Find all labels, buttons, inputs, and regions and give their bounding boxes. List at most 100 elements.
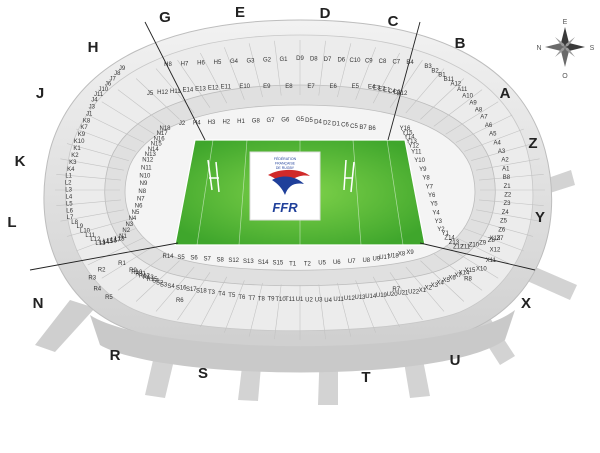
section-t8[interactable]: T8	[258, 296, 266, 302]
section-g4[interactable]: G4	[230, 59, 239, 65]
section-d4[interactable]: D4	[314, 119, 322, 125]
section-s7[interactable]: S7	[204, 257, 212, 263]
section-y2[interactable]: Y2	[437, 227, 445, 233]
section-x1[interactable]: X1	[419, 288, 427, 294]
section-e12[interactable]: E12	[208, 86, 219, 92]
section-u17[interactable]: U17	[379, 255, 391, 261]
section-a4[interactable]: A4	[494, 140, 502, 146]
section-s2[interactable]: S2	[156, 281, 164, 287]
section-e10[interactable]: E10	[239, 84, 250, 90]
gate-label-a[interactable]: A	[500, 85, 511, 102]
section-n8[interactable]: N8	[138, 189, 146, 195]
section-y6[interactable]: Y6	[428, 193, 436, 199]
section-x2[interactable]: X2	[425, 286, 433, 292]
section-l1[interactable]: L1	[65, 174, 72, 180]
section-e9[interactable]: E9	[263, 84, 271, 90]
section-z4[interactable]: Z4	[502, 210, 510, 216]
section-a5[interactable]: A5	[489, 132, 497, 138]
section-u1[interactable]: U1	[296, 297, 304, 303]
section-y4[interactable]: Y4	[432, 210, 440, 216]
gate-label-k[interactable]: K	[15, 153, 26, 170]
section-j11[interactable]: J11	[94, 92, 104, 98]
section-t11[interactable]: T11	[285, 297, 296, 303]
section-k7[interactable]: K7	[80, 125, 88, 131]
section-t1[interactable]: T1	[289, 262, 297, 268]
section-l3[interactable]: L3	[65, 188, 72, 194]
section-d2[interactable]: D2	[323, 120, 331, 126]
section-s13[interactable]: S13	[243, 259, 254, 265]
section-t2[interactable]: T2	[304, 262, 312, 268]
section-b1[interactable]: B1	[438, 73, 446, 79]
section-c5[interactable]: C5	[350, 124, 358, 130]
section-j5[interactable]: J5	[147, 91, 154, 97]
section-z14[interactable]: Z14	[444, 236, 455, 242]
section-d1[interactable]: D1	[332, 122, 340, 128]
section-n5[interactable]: N5	[132, 210, 140, 216]
section-a10[interactable]: A10	[462, 94, 473, 100]
section-z1[interactable]: Z1	[504, 184, 512, 190]
section-r10[interactable]: R10	[131, 270, 143, 276]
section-z8[interactable]: Z8	[488, 238, 496, 244]
section-a9[interactable]: A9	[469, 101, 477, 107]
section-d8[interactable]: D8	[310, 57, 318, 63]
section-b3[interactable]: B3	[424, 64, 432, 70]
section-t7[interactable]: T7	[248, 296, 256, 302]
section-r6[interactable]: R6	[176, 298, 184, 304]
section-l2[interactable]: L2	[65, 181, 72, 187]
section-t6[interactable]: T6	[238, 295, 246, 301]
section-j8[interactable]: J8	[114, 71, 121, 77]
section-x4[interactable]: X4	[437, 281, 445, 287]
section-y10[interactable]: Y10	[414, 158, 425, 164]
section-l9[interactable]: L9	[76, 224, 83, 230]
section-x8[interactable]: X8	[398, 252, 406, 258]
section-k3[interactable]: K3	[69, 160, 77, 166]
section-u2[interactable]: U2	[305, 298, 313, 304]
section-r14[interactable]: R14	[162, 254, 174, 260]
section-x14[interactable]: X14	[459, 271, 470, 277]
section-u5[interactable]: U5	[318, 261, 326, 267]
section-y1[interactable]: Y1	[442, 231, 450, 237]
section-y3[interactable]: Y3	[435, 219, 443, 225]
section-y16[interactable]: Y16	[400, 126, 411, 132]
section-l8[interactable]: L8	[71, 220, 78, 226]
section-k8[interactable]: K8	[83, 118, 91, 124]
section-g8[interactable]: G8	[252, 119, 261, 125]
section-n18[interactable]: N18	[159, 126, 171, 132]
section-j6[interactable]: J6	[105, 82, 112, 88]
section-y12[interactable]: Y12	[408, 143, 419, 149]
gate-label-x[interactable]: X	[521, 295, 531, 312]
gate-label-j[interactable]: J	[36, 85, 44, 102]
section-s1[interactable]: S1	[152, 279, 160, 285]
section-t4[interactable]: T4	[218, 292, 226, 298]
section-u14[interactable]: U14	[365, 294, 377, 300]
section-g5[interactable]: G5	[296, 117, 305, 123]
section-k2[interactable]: K2	[71, 153, 79, 159]
section-n9[interactable]: N9	[140, 181, 148, 187]
section-z12[interactable]: Z12	[453, 244, 464, 250]
section-h7[interactable]: H7	[181, 61, 189, 67]
section-b11[interactable]: B11	[444, 77, 455, 83]
section-e4[interactable]: E4	[368, 84, 376, 90]
section-d9[interactable]: D9	[296, 56, 304, 62]
section-s17[interactable]: S17	[186, 287, 197, 293]
section-l10[interactable]: L10	[80, 229, 91, 235]
section-s6[interactable]: S6	[190, 256, 198, 262]
section-x7[interactable]: X7	[454, 273, 462, 279]
section-x9[interactable]: X9	[406, 250, 414, 256]
section-c9[interactable]: C9	[365, 59, 373, 65]
section-r8[interactable]: R8	[464, 277, 472, 283]
section-y7[interactable]: Y7	[426, 184, 434, 190]
section-s15[interactable]: S15	[273, 261, 284, 267]
section-h8[interactable]: H8	[164, 62, 172, 68]
section-h1[interactable]: H1	[237, 119, 245, 125]
section-h11[interactable]: H11	[170, 89, 181, 95]
section-h3[interactable]: H3	[208, 120, 216, 126]
section-x13[interactable]: X13	[490, 236, 501, 242]
section-r3[interactable]: R3	[88, 276, 96, 282]
section-h4[interactable]: H4	[193, 121, 201, 127]
section-t5[interactable]: T5	[228, 293, 236, 299]
section-l5[interactable]: L5	[66, 201, 73, 207]
section-a12[interactable]: A12	[450, 81, 461, 87]
section-j9[interactable]: J9	[119, 66, 126, 72]
section-c3[interactable]: C3	[393, 90, 401, 96]
